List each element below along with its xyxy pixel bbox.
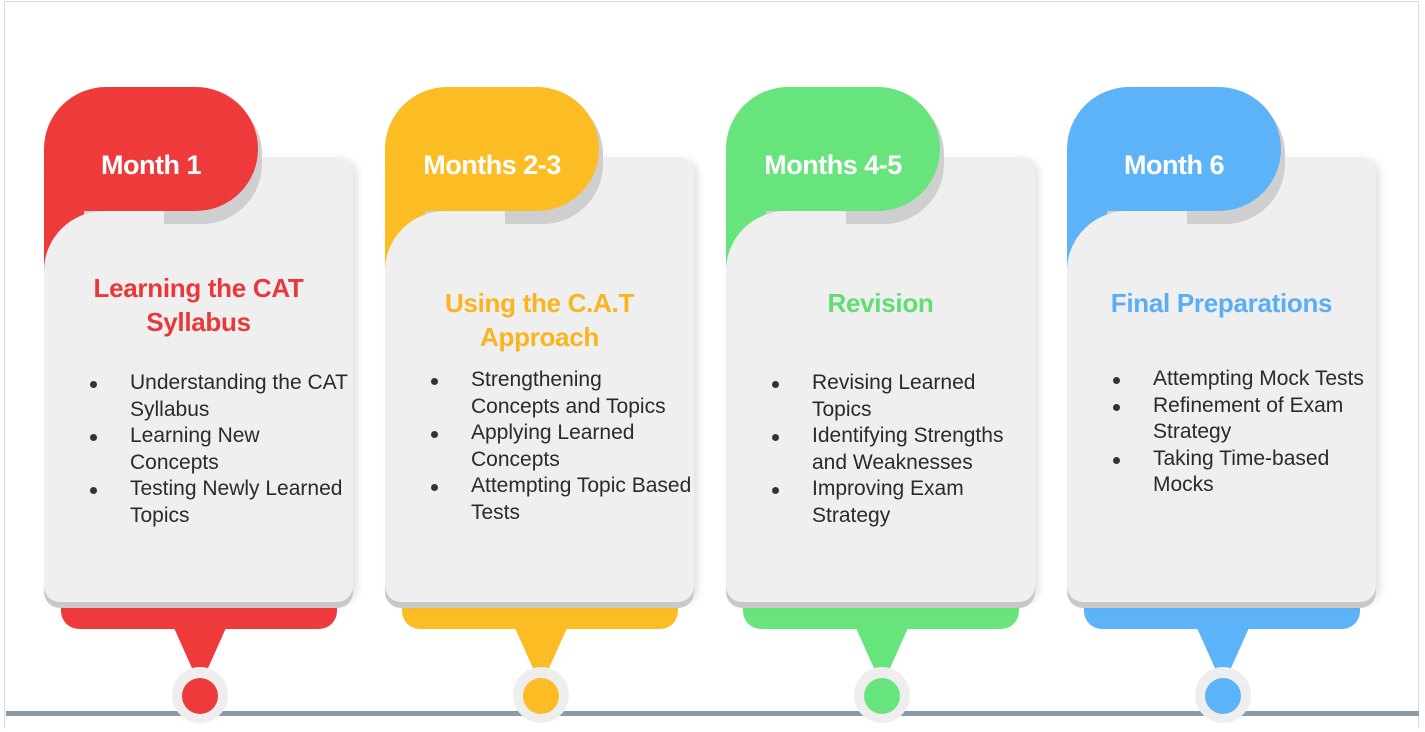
stage-title: Revision <box>827 288 934 318</box>
task-item: Identifying Strengths and Weaknesses <box>772 423 1034 476</box>
task-item: Improving Exam Strategy <box>772 476 1034 529</box>
period-tab <box>1067 87 1281 211</box>
stage-task-list: Understanding the CAT Syllabus Learning … <box>90 370 352 529</box>
period-label: Month 6 <box>1124 150 1224 180</box>
period-label: Month 1 <box>101 150 201 180</box>
timeline-marker <box>523 678 559 714</box>
diagram-frame <box>4 1 1419 729</box>
period-label: Months 2-3 <box>423 150 561 180</box>
period-label: Months 4-5 <box>764 150 902 180</box>
stage-foot-bar <box>402 600 678 629</box>
stage-task-list: Strengthening Concepts and Topics Applyi… <box>431 367 693 526</box>
stage-month-6: Month 6 Final Preparations Attempting Mo… <box>1063 0 1393 732</box>
task-item: Taking Time-based Mocks <box>1113 446 1375 499</box>
period-tab <box>385 87 599 211</box>
task-item: Strengthening Concepts and Topics <box>431 367 693 420</box>
stage-task-list: Attempting Mock Tests Refinement of Exam… <box>1113 366 1375 499</box>
task-item: Attempting Topic Based Tests <box>431 473 693 526</box>
task-item: Testing Newly Learned Topics <box>90 476 352 529</box>
timeline-marker <box>1205 678 1241 714</box>
period-tab <box>726 87 940 211</box>
timeline-marker <box>864 678 900 714</box>
task-item: Applying Learned Concepts <box>431 420 693 473</box>
stage-months-4-5: Months 4-5 Revision Revising Learned Top… <box>722 0 1052 732</box>
stage-title: Final Preparations <box>1110 288 1333 318</box>
timeline-marker <box>182 678 218 714</box>
stage-title: Learning the CAT Syllabus <box>93 273 304 337</box>
task-item: Understanding the CAT Syllabus <box>90 370 352 423</box>
task-item: Attempting Mock Tests <box>1113 366 1375 393</box>
timeline-line <box>6 711 1419 716</box>
stage-title: Using the C.A.T Approach <box>444 288 635 352</box>
stage-foot-bar <box>61 600 337 629</box>
task-item: Refinement of Exam Strategy <box>1113 393 1375 446</box>
stage-month-1: Month 1 Learning the CAT Syllabus Unders… <box>40 0 370 732</box>
stage-foot-bar <box>743 600 1019 629</box>
stage-task-list: Revising Learned Topics Identifying Stre… <box>772 370 1034 529</box>
stage-months-2-3: Months 2-3 Using the C.A.T Approach Stre… <box>381 0 711 732</box>
task-item: Revising Learned Topics <box>772 370 1034 423</box>
period-tab <box>44 87 258 211</box>
stage-foot-bar <box>1084 600 1360 629</box>
task-item: Learning New Concepts <box>90 423 352 476</box>
